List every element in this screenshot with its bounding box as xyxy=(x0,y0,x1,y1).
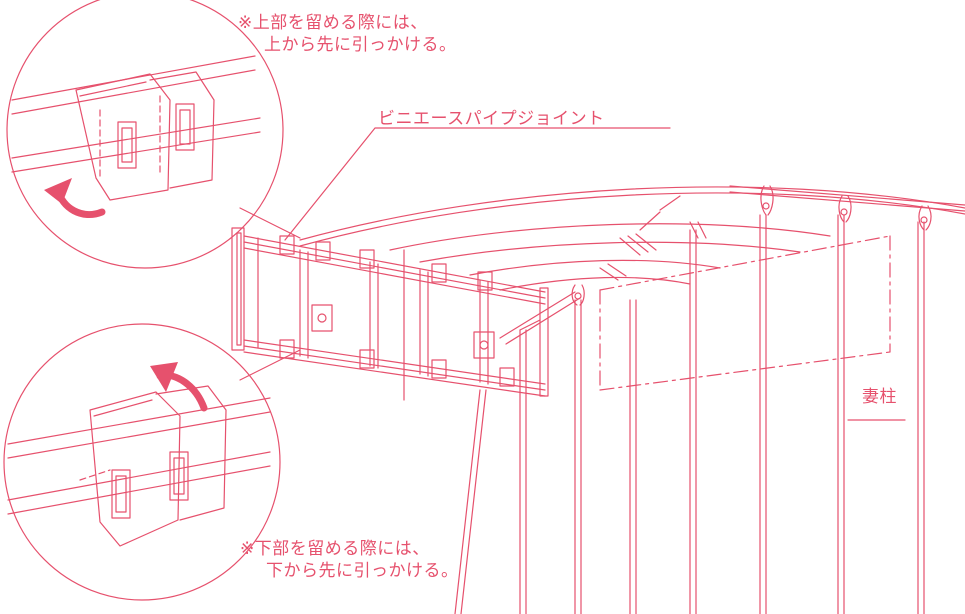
arch-outer xyxy=(299,186,965,241)
greenhouse-frame xyxy=(299,185,965,391)
bottom-instruction-note: ※下部を留める際には、 下から先に引っかける。 xyxy=(240,538,459,582)
top-instruction-note: ※上部を留める際には、 上から先に引っかける。 xyxy=(238,12,457,56)
bottom-detail-circle xyxy=(3,323,281,601)
top-note-line1: ※上部を留める際には、 xyxy=(238,13,428,33)
top-note-line2: 上から先に引っかける。 xyxy=(264,35,457,55)
top-detail-circle xyxy=(6,0,284,269)
bottom-note-line1: ※下部を留める際には、 xyxy=(240,539,430,559)
pipe-frame xyxy=(231,227,581,397)
top-arrow-head xyxy=(44,178,72,204)
gable-posts xyxy=(403,185,932,614)
bottom-arrow-head xyxy=(150,362,178,392)
gable-post-label: 妻柱 xyxy=(862,387,897,407)
joint-label: ビニエースパイプジョイント xyxy=(378,109,605,129)
bottom-note-line2: 下から先に引っかける。 xyxy=(266,561,459,581)
arch-mid xyxy=(389,223,831,251)
arch-inner xyxy=(469,259,721,276)
leader-lines xyxy=(239,127,906,421)
